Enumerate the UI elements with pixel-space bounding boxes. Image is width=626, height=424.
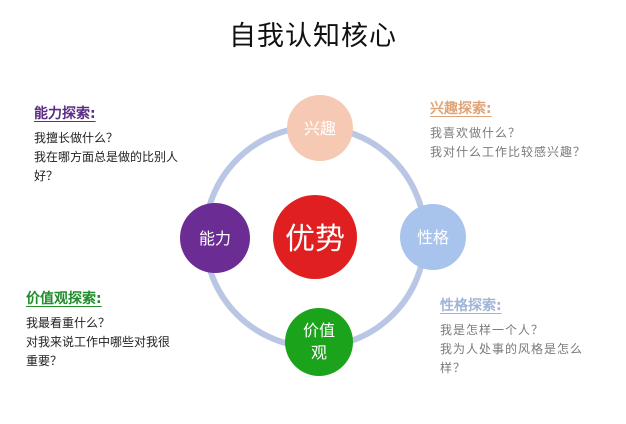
node-values: [285, 308, 353, 376]
node-personality: [400, 204, 466, 270]
ability-line: 我擅长做什么？: [34, 131, 119, 145]
values-exploration-block: 价值观探索: 我最看重什么？ 对我来说工作中哪些对我很 重要？: [26, 288, 170, 371]
interest-exploration-block: 兴趣探索: 我喜欢做什么？ 我对什么工作比较感兴趣？: [430, 98, 586, 162]
ability-line: 好？: [34, 169, 59, 183]
personality-heading: 性格探索:: [440, 298, 502, 314]
values-line: 我最看重什么？: [26, 316, 111, 330]
personality-line: 样？: [440, 361, 467, 375]
node-values-label-line1: 价值: [303, 321, 335, 340]
values-line: 重要？: [26, 354, 63, 368]
node-personality-label: 性格: [417, 228, 449, 247]
interest-line: 我喜欢做什么？: [430, 126, 522, 140]
node-values-label-line2: 观: [311, 343, 327, 362]
ability-exploration-block: 能力探索: 我擅长做什么？ 我在哪方面总是做的比别人 好？: [34, 103, 178, 186]
node-interest-label: 兴趣: [304, 119, 336, 138]
node-interest: [287, 95, 353, 161]
interest-line: 我对什么工作比较感兴趣？: [430, 145, 587, 159]
personality-exploration-block: 性格探索: 我是怎样一个人？ 我为人处事的风格是怎么 样？: [440, 295, 583, 378]
personality-line: 我是怎样一个人？: [440, 323, 545, 337]
center-circle: [273, 195, 357, 279]
values-heading: 价值观探索:: [26, 291, 102, 307]
personality-line: 我为人处事的风格是怎么: [440, 342, 584, 356]
page-title: 自我认知核心: [229, 21, 397, 52]
ability-heading: 能力探索:: [34, 106, 96, 122]
center-label: 优势: [285, 222, 345, 257]
node-ability: [180, 203, 250, 273]
node-ability-label: 能力: [199, 229, 231, 248]
ability-line: 我在哪方面总是做的比别人: [34, 150, 179, 164]
values-line: 对我来说工作中哪些对我很: [26, 335, 171, 349]
interest-heading: 兴趣探索:: [430, 101, 492, 117]
